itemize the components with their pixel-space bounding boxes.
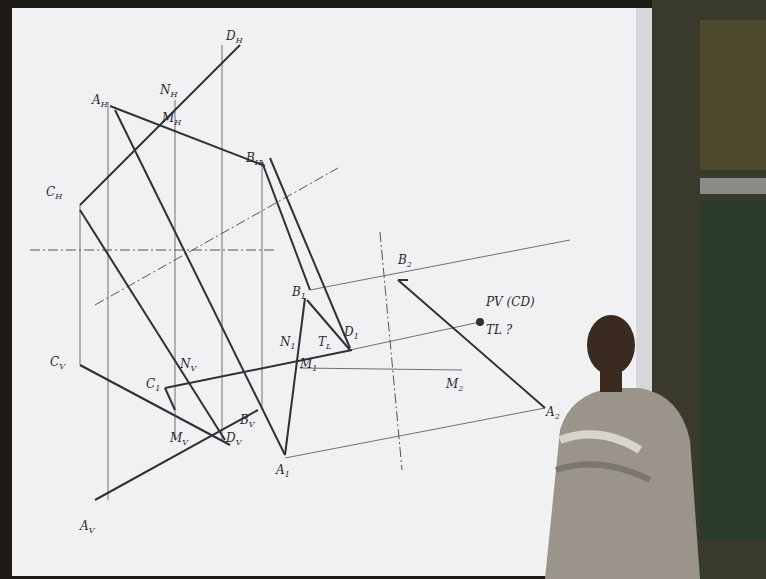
point-label: N1 [280,336,296,351]
point-label: M1 [300,358,317,373]
point-label: PV (CD) [486,296,535,308]
point-label: NV [180,358,196,373]
point-label: TL [318,336,331,351]
point-label: C1 [146,378,160,393]
point-label: MH [162,112,181,127]
point-label: B2 [398,254,412,269]
point-label: NH [160,84,177,99]
point-label: B1 [292,286,306,301]
point-label: TL ? [486,324,512,336]
point-label: AV [80,520,94,535]
point-label: D1 [344,326,359,341]
point-label: BH [246,152,262,167]
point-label: MV [170,432,188,447]
point-label: A1 [276,464,290,479]
lecturer [545,315,700,579]
point-label: M2 [446,378,463,393]
point-label: DH [226,30,243,45]
point-label: BV [240,414,255,429]
point-label: CH [46,186,62,201]
point-label: A2 [546,406,560,421]
point-label: DV [226,432,241,447]
point-label: CV [50,356,65,371]
point-label: AH [92,94,108,109]
